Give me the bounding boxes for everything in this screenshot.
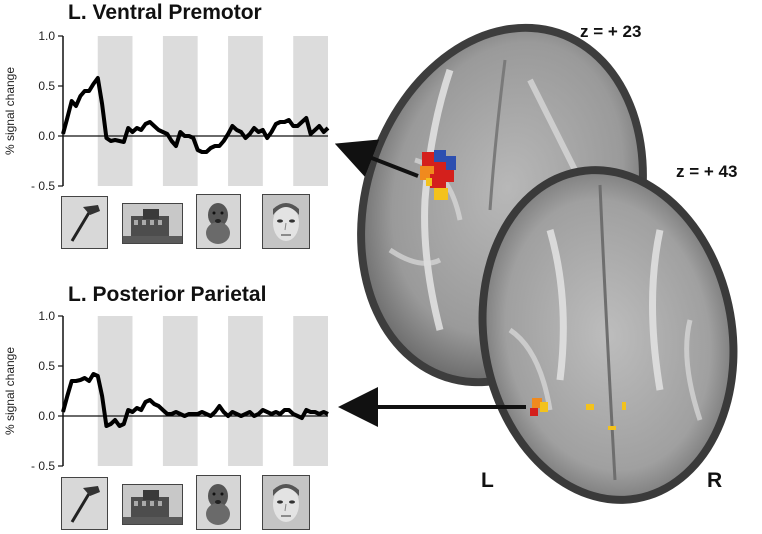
face-thumbnail [262, 475, 310, 530]
brain-slices [334, 23, 738, 504]
y-tick-label: 0.0 [38, 409, 55, 423]
slice-label-upper: z = + 23 [580, 22, 642, 41]
signal-line [61, 76, 330, 154]
line-chart-posterior-parietal: 1.0 0.5 0.0 - 0.5 % signal change [3, 309, 329, 473]
stimulus-block-tool [97, 316, 133, 466]
house-thumbnail [122, 484, 183, 525]
y-tick-label: 0.5 [38, 79, 55, 93]
y-tick-label: 1.0 [38, 309, 55, 323]
hammer-thumbnail [61, 477, 108, 530]
activation-cluster-premotor [420, 150, 456, 200]
y-axis-label: % signal change [3, 347, 17, 435]
dog-icon [197, 476, 240, 529]
hammer-thumbnail [61, 196, 108, 249]
dog-thumbnail [196, 475, 241, 530]
stimulus-block-face [293, 316, 328, 466]
face-thumbnail [262, 194, 310, 249]
y-tick-label: - 0.5 [31, 179, 55, 193]
house-icon [123, 485, 182, 524]
face-icon [263, 476, 309, 529]
stimulus-block-face [293, 36, 328, 186]
hammer-icon [70, 205, 100, 242]
line-chart-ventral-premotor: 1.0 0.5 0.0 - 0.5 % signal change [3, 29, 330, 193]
brain-slice-lower [478, 166, 738, 504]
y-tick-label: 1.0 [38, 29, 55, 43]
face-icon [263, 195, 309, 248]
y-axis-label: % signal change [3, 67, 17, 155]
arrow-to-premotor-chart [334, 139, 419, 178]
dog-icon [197, 195, 240, 248]
stimulus-block-house [162, 36, 198, 186]
dog-thumbnail [196, 194, 241, 249]
y-tick-label: - 0.5 [31, 459, 55, 473]
stimulus-block-house [162, 316, 198, 466]
y-tick-label: 0.5 [38, 359, 55, 373]
chart-title-ventral-premotor: L. Ventral Premotor [68, 1, 262, 24]
signal-line [61, 372, 329, 428]
stimulus-block-animal [228, 36, 263, 186]
y-tick-label: 0.0 [38, 129, 55, 143]
slice-label-lower: z = + 43 [676, 162, 738, 181]
hammer-icon [70, 486, 100, 523]
left-hemisphere-label: L [481, 469, 494, 492]
house-thumbnail [122, 203, 183, 244]
house-icon [123, 204, 182, 243]
stimulus-block-animal [228, 316, 263, 466]
right-hemisphere-label: R [707, 469, 723, 492]
activation-cluster-parietal [530, 398, 626, 430]
chart-title-posterior-parietal: L. Posterior Parietal [68, 283, 267, 306]
